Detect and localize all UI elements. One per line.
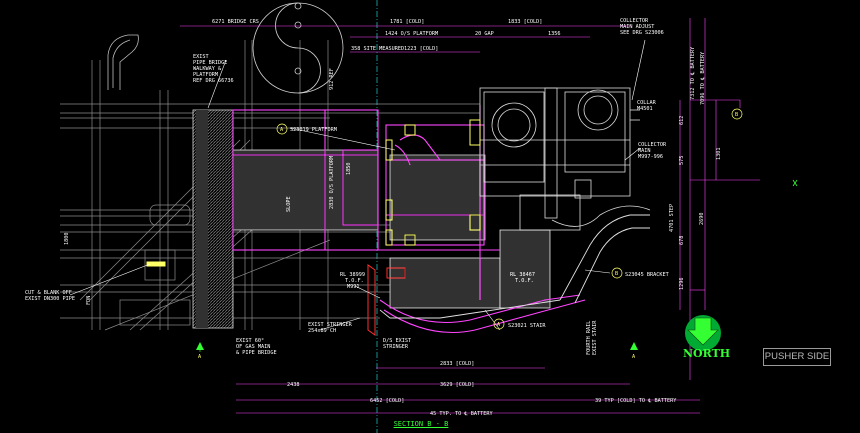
callout-pipe-bridge-1: EXIST	[193, 54, 209, 60]
callout-cut-blank-1: CUT & BLANK OFF	[25, 290, 72, 296]
dim-2438: 2438	[287, 382, 300, 388]
callout-gas-main-1: EXIST 60°	[236, 338, 264, 344]
duct-circle	[252, 2, 344, 94]
section-marker-right: A	[632, 354, 636, 360]
callout-pipe-bridge-2: PIPE BRIDGE	[193, 60, 227, 66]
circle-marker-b: B	[735, 112, 738, 118]
dim-678: 678	[679, 236, 685, 245]
callout-collector-adjust-1: COLLECTOR	[620, 18, 649, 24]
dim-2690: 2690	[699, 213, 705, 226]
callout-tof-right-1: RL 38467	[510, 272, 535, 278]
callout-collar-2: M4501	[637, 106, 653, 112]
dim-612: 612	[679, 116, 685, 125]
dim-2830: 2830 O/S PLATFORM	[329, 156, 335, 209]
callout-collector-main-1: COLLECTOR	[638, 142, 667, 148]
callout-tof-left-3: M991	[347, 284, 360, 290]
callout-pipe-bridge-5: REF DRG 66736	[193, 78, 234, 84]
callout-slope: SLOPE	[286, 196, 292, 212]
dim-1301: 1301	[716, 148, 722, 161]
callout-ds-stringer-2: STRINGER	[383, 344, 409, 350]
survey-marks	[792, 179, 798, 187]
dim-bridge-ctrs: 6271 BRIDGE CRS	[212, 19, 259, 25]
bracket-marker: B	[615, 271, 618, 277]
platform-mesh	[232, 149, 551, 309]
dim-912: 912 REF	[329, 68, 335, 90]
dim-1833: 1833 [COLD]	[508, 19, 542, 25]
pusher-side-label: PUSHER SIDE	[763, 348, 831, 366]
callout-tof-right-2: T.O.F.	[515, 278, 534, 284]
section-title: SECTION B - B	[393, 420, 449, 428]
section-markers	[196, 108, 743, 352]
callout-collector-main-2: MAIN	[638, 148, 651, 154]
dim-total: 45 TYP. TO ℄ BATTERY	[430, 411, 494, 417]
dim-1296: 1296	[679, 278, 685, 291]
gas-duct	[379, 214, 650, 319]
north-arrow	[685, 315, 721, 351]
dim-4701: 4701 STEP	[669, 204, 675, 232]
north-label: NORTH	[683, 347, 731, 360]
dim-2833: 2833 [COLD]	[440, 361, 474, 367]
callout-stringer-1: EXIST STRINGER	[308, 322, 353, 328]
leader-lines	[69, 39, 646, 331]
dim-3629: 3629 [COLD]	[440, 382, 474, 388]
section-marker-left: A	[198, 354, 202, 360]
exist-stringer	[367, 264, 406, 336]
callout-fourth-rail: FOURTH RAIL	[586, 321, 592, 355]
dim-7312: 7312 TO ℄ BATTERY	[690, 46, 696, 100]
callout-bracket: S23045 BRACKET	[625, 272, 669, 278]
dim-1223: 1223 [COLD]	[404, 46, 438, 52]
dim-gap: 20 GAP	[475, 31, 494, 37]
dim-1356: 1356	[548, 31, 561, 37]
callout-tof-left-2: T.O.F.	[345, 278, 364, 284]
stack-pipe	[107, 34, 139, 90]
callout-stair-1: S23021 STAIR	[508, 323, 546, 329]
dim-site-measured: 358 SITE MEASURED	[351, 46, 404, 52]
dim-6452: 6452 [COLD]	[370, 398, 404, 404]
callout-platform: S23019 PLATFORM	[290, 127, 337, 133]
callout-collector-main-3: M997-996	[638, 154, 663, 160]
callout-ds-stringer-1: D/S EXIST	[383, 338, 411, 344]
callout-tof-left-1: RL 38999	[340, 272, 365, 278]
callout-gas-main-3: & PIPE BRIDGE	[236, 350, 277, 356]
dim-575: 575	[679, 156, 685, 165]
callout-collar-1: COLLAR	[637, 100, 657, 106]
callout-pipe-bridge-4: PLATFORM	[193, 72, 218, 78]
collector-equipment	[479, 87, 651, 231]
steel-plates	[146, 119, 481, 267]
annotation-text: 6271 BRIDGE CRS 1781 [COLD] 1833 [COLD] …	[25, 18, 738, 417]
callout-collector-adjust-3: SEE DRG S23006	[620, 30, 664, 36]
callout-pipe-bridge-3: WALKWAY &	[193, 66, 222, 72]
platform-marker: A	[280, 127, 284, 133]
dim-7096: 7096 TO ℄ BATTERY	[700, 51, 706, 105]
stair-marker: A	[497, 322, 501, 328]
dim-1424: 1424 O/S PLATFORM	[385, 31, 438, 37]
dim-1850: 1850	[346, 163, 352, 176]
callout-collector-adjust-2: MAIN ADJUST	[620, 24, 654, 30]
dim-1781: 1781 [COLD]	[390, 19, 424, 25]
dim-battery-right: 39 TYP [COLD] TO ℄ BATTERY	[595, 398, 677, 404]
exist-column	[192, 109, 234, 329]
callout-fdn: FDN	[86, 296, 92, 305]
dimension-lines	[180, 18, 760, 414]
callout-cut-blank-2: EXIST DN300 PIPE	[25, 296, 75, 302]
callout-exist-stair: EXIST STAIR	[592, 320, 598, 355]
callout-stringer-2: 254x89 CH	[308, 328, 336, 334]
dim-1800: 1800	[64, 233, 70, 246]
callout-gas-main-2: OF GAS MAIN	[236, 344, 270, 350]
